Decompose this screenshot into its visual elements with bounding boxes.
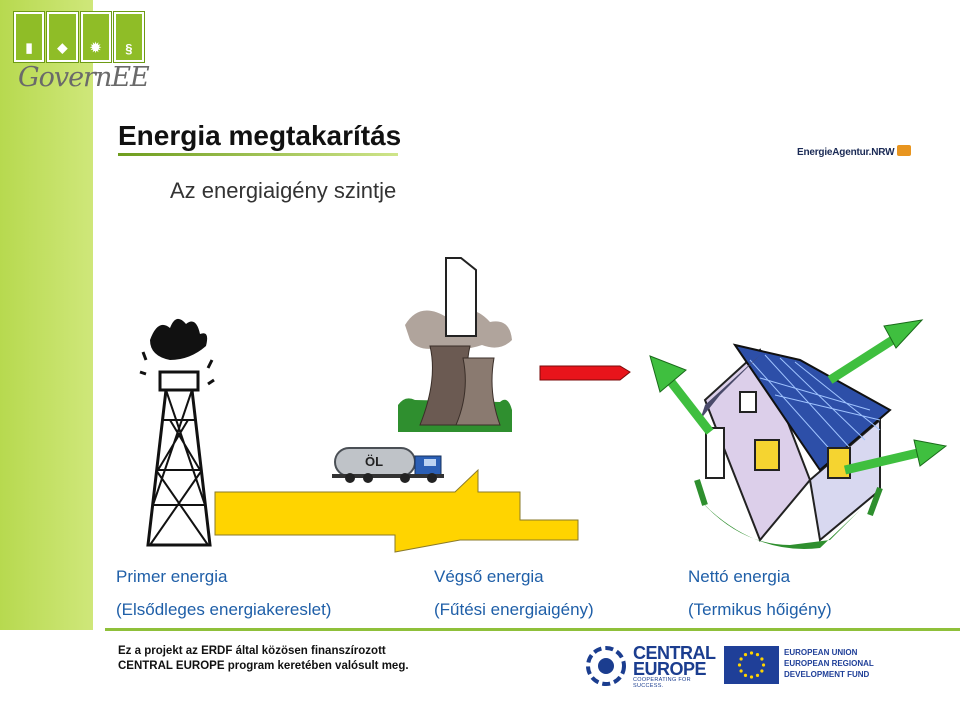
- power-plant-icon: [398, 258, 512, 432]
- eu-fund-text: EUROPEAN UNION EUROPEAN REGIONAL DEVELOP…: [784, 647, 874, 680]
- truck-label: ÖL: [365, 454, 383, 469]
- oil-derrick-icon: [140, 319, 214, 545]
- primary-energy-label: Primer energia: [116, 567, 228, 587]
- ce-logo-title: CENTRAL EUROPE: [633, 645, 716, 677]
- heat-loss-arrow: [650, 356, 710, 432]
- globe-icon: [585, 645, 629, 687]
- footer-divider: [105, 628, 960, 631]
- net-energy-label: Nettó energia: [688, 567, 790, 587]
- heat-loss-arrow: [830, 320, 922, 380]
- eu-flag-icon: [724, 646, 779, 684]
- house-icon: [697, 345, 890, 549]
- primary-energy-caption: (Elsődleges energiakereslet): [116, 600, 331, 620]
- final-energy-label: Végső energia: [434, 567, 544, 587]
- ce-tagline: COOPERATING FOR SUCCESS.: [633, 677, 715, 689]
- eu-line-2: EUROPEAN REGIONAL: [784, 658, 874, 669]
- central-europe-logo: CENTRAL EUROPE COOPERATING FOR SUCCESS.: [585, 645, 715, 687]
- footer-funding-note: Ez a projekt az ERDF által közösen finan…: [118, 644, 409, 674]
- eu-line-3: DEVELOPMENT FUND: [784, 669, 874, 680]
- net-energy-caption: (Termikus hőigény): [688, 600, 832, 620]
- footer-line-2: CENTRAL EUROPE program keretében valósul…: [118, 659, 409, 674]
- final-energy-flow-arrow: [540, 366, 630, 380]
- ce-logo-line-2: EUROPE: [633, 661, 716, 677]
- eu-line-1: EUROPEAN UNION: [784, 647, 874, 658]
- oil-truck-icon: ÖL: [332, 448, 444, 483]
- final-energy-caption: (Fűtési energiaigény): [434, 600, 594, 620]
- footer-line-1: Ez a projekt az ERDF által közösen finan…: [118, 644, 409, 659]
- primary-energy-flow-arrow: [215, 470, 578, 552]
